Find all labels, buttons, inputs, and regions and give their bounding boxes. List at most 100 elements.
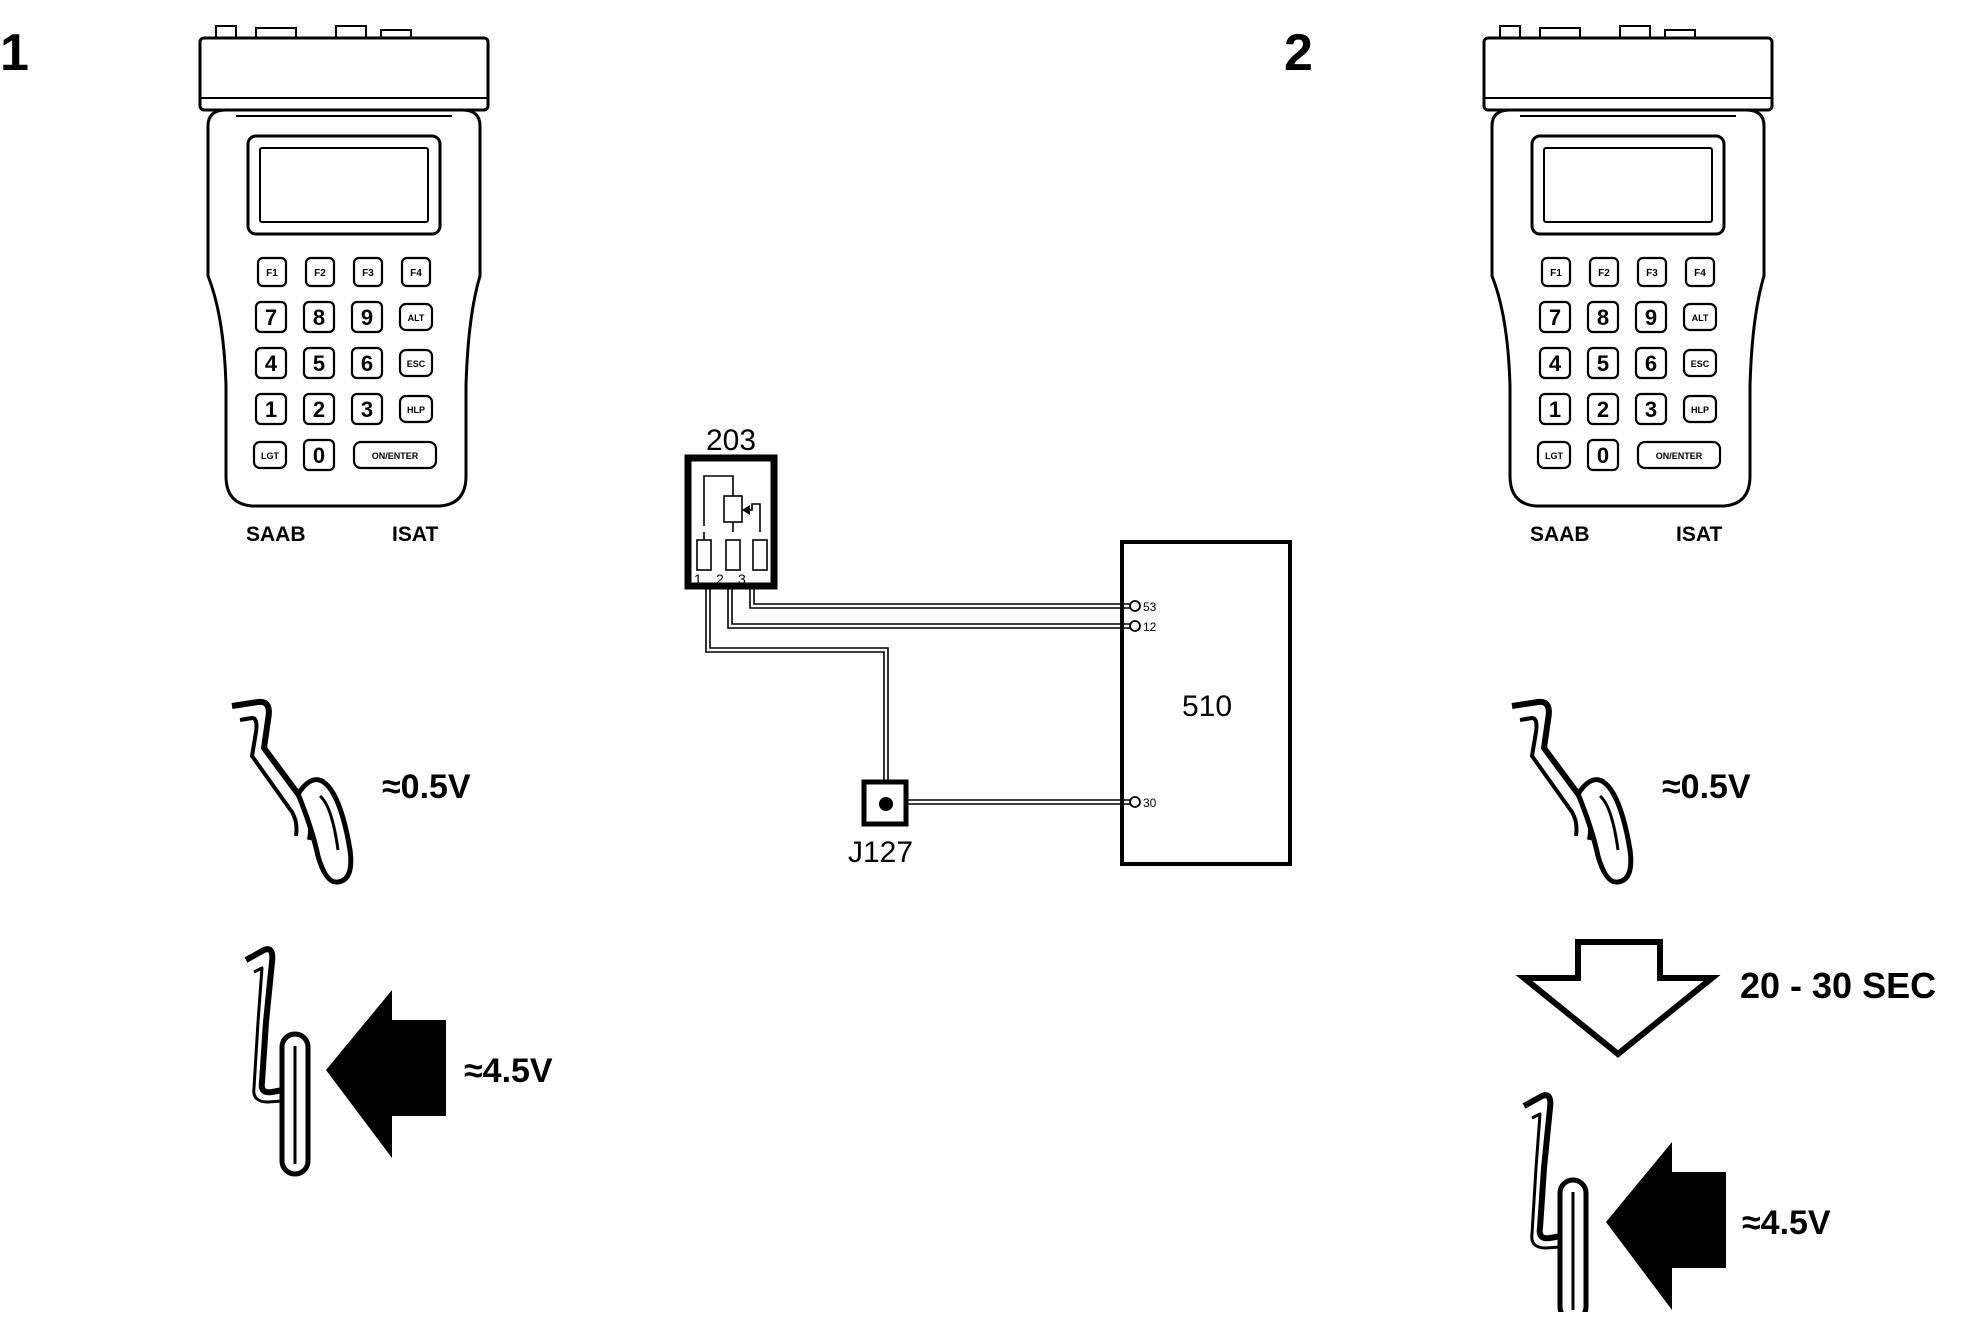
scan-tool-1-key-hlp-label: HLP	[407, 405, 425, 415]
pedal-position-sensor: 1 2 3	[684, 454, 778, 590]
scan-tool-2-key-f4-label: F4	[1694, 268, 1706, 279]
scan-tool-2-key-1[interactable]	[1538, 392, 1572, 426]
scan-tool-2-key-alt-label: ALT	[1692, 313, 1709, 323]
step-2-number: 2	[1284, 24, 1313, 82]
scan-tool-2-key-lgt[interactable]	[1536, 440, 1572, 470]
scan-tool-1-key-7[interactable]	[254, 300, 288, 334]
scan-tool-2-key-hlp[interactable]	[1682, 394, 1718, 424]
scan-tool-2-key-8[interactable]	[1586, 300, 1620, 334]
scan-tool-2-model: ISAT	[1676, 523, 1722, 546]
scan-tool-1-key-alt-label: ALT	[408, 313, 425, 323]
scan-tool-1-key-f3[interactable]	[352, 256, 384, 288]
scan-tool-1-key-9-label: 9	[361, 305, 373, 330]
scan-tool-1-key-7-label: 7	[265, 305, 277, 330]
test-connector-label: J127	[848, 836, 913, 869]
scan-tool-2-key-on-enter[interactable]	[1636, 440, 1722, 470]
scan-tool-1-key-9[interactable]	[350, 300, 384, 334]
scan-tool-1-key-lgt[interactable]	[252, 440, 288, 470]
scan-tool-1-key-f3-label: F3	[362, 268, 374, 279]
scan-tool-1-key-5[interactable]	[302, 346, 336, 380]
scan-tool-2-key-9[interactable]	[1634, 300, 1668, 334]
scan-tool-1-key-5-label: 5	[313, 351, 325, 376]
scan-tool-1-key-2-label: 2	[313, 397, 325, 422]
scan-tool-1-key-on-enter[interactable]	[352, 440, 438, 470]
scan-tool-2-key-f1[interactable]	[1540, 256, 1572, 288]
scan-tool-1-model: ISAT	[392, 523, 438, 546]
scan-tool-2-key-1-label: 1	[1549, 397, 1561, 422]
scan-tool-2-key-f2[interactable]	[1588, 256, 1620, 288]
scan-tool-2-keypad: F1 F2 F3 F4 7 8 9 ALT 4 5 6 ESC 1	[1536, 256, 1722, 472]
scan-tool-1-key-3-label: 3	[361, 397, 373, 422]
scan-tool-2-key-f1-label: F1	[1550, 268, 1562, 279]
step-2-pressed-voltage: ≈4.5V	[1742, 1204, 1831, 1242]
scan-tool-1-key-8[interactable]	[302, 300, 336, 334]
step-2-pedal-released	[1512, 702, 1631, 882]
scan-tool-2-key-5[interactable]	[1586, 346, 1620, 380]
scan-tool-2-key-f3[interactable]	[1636, 256, 1668, 288]
scan-tool-1-key-1-label: 1	[265, 397, 277, 422]
scan-tool-1-key-f1-label: F1	[266, 268, 278, 279]
scan-tool-1-key-on-enter-label: ON/ENTER	[372, 451, 419, 461]
scan-tool-2-key-0[interactable]	[1586, 438, 1620, 472]
scan-tool-2-brand: SAAB	[1530, 523, 1590, 546]
step-2-down-arrow	[1515, 939, 1721, 1058]
scan-tool-1-key-4[interactable]	[254, 346, 288, 380]
scan-tool-1-key-hlp[interactable]	[398, 394, 434, 424]
scan-tool-1: F1 F2 F3 F4 7 8 9 ALT 4 5 6 ESC 1	[198, 24, 490, 546]
scan-tool-2-key-esc[interactable]	[1682, 348, 1718, 378]
step-1-push-arrow	[326, 990, 446, 1158]
control-unit-pin-12-label: 12	[1143, 620, 1157, 634]
step-2-pedal-pressed	[1524, 1095, 1586, 1312]
scan-tool-2-key-2[interactable]	[1586, 392, 1620, 426]
control-unit: 53 12 30 510	[1120, 540, 1292, 866]
sensor-pin-1-label: 1	[694, 571, 702, 587]
scan-tool-1-key-6-label: 6	[361, 351, 373, 376]
scan-tool-1-key-8-label: 8	[313, 305, 325, 330]
scan-tool-2: F1 F2 F3 F4 7 8 9 ALT 4 5 6 ESC 1	[1482, 24, 1774, 546]
scan-tool-1-key-1[interactable]	[254, 392, 288, 426]
scan-tool-1-key-0[interactable]	[302, 438, 336, 472]
scan-tool-1-key-f2[interactable]	[304, 256, 336, 288]
scan-tool-2-key-3[interactable]	[1634, 392, 1668, 426]
scan-tool-2-key-on-enter-label: ON/ENTER	[1656, 451, 1703, 461]
scan-tool-2-key-lgt-label: LGT	[1545, 451, 1563, 461]
scan-tool-1-key-alt[interactable]	[398, 302, 434, 332]
scan-tool-2-key-5-label: 5	[1597, 351, 1609, 376]
scan-tool-1-key-3[interactable]	[350, 392, 384, 426]
scan-tool-2-key-9-label: 9	[1645, 305, 1657, 330]
scan-tool-1-key-f2-label: F2	[314, 268, 326, 279]
test-connector[interactable]	[861, 779, 909, 827]
scan-tool-2-key-4[interactable]	[1538, 346, 1572, 380]
scan-tool-2-key-3-label: 3	[1645, 397, 1657, 422]
scan-tool-1-key-lgt-label: LGT	[261, 451, 279, 461]
step-1-pressed-voltage: ≈4.5V	[464, 1052, 553, 1090]
scan-tool-1-key-esc-label: ESC	[407, 359, 426, 369]
scan-tool-1-brand: SAAB	[246, 523, 306, 546]
scan-tool-2-key-6-label: 6	[1645, 351, 1657, 376]
scan-tool-1-key-f4[interactable]	[400, 256, 432, 288]
sensor-pin-3-label: 3	[738, 571, 746, 587]
control-unit-pin-53-label: 53	[1143, 600, 1157, 614]
scan-tool-1-keypad: F1 F2 F3 F4 7 8 9 ALT 4 5 6 ESC 1	[252, 256, 438, 472]
control-unit-pin-30-label: 30	[1143, 796, 1157, 810]
scan-tool-2-key-6[interactable]	[1634, 346, 1668, 380]
scan-tool-1-key-f1[interactable]	[256, 256, 288, 288]
step-1-number: 1	[0, 24, 29, 82]
scan-tool-1-key-f4-label: F4	[410, 268, 422, 279]
scan-tool-1-key-2[interactable]	[302, 392, 336, 426]
step-1-released-voltage: ≈0.5V	[382, 768, 471, 806]
step-1-pedal-released	[232, 702, 351, 882]
scan-tool-1-key-esc[interactable]	[398, 348, 434, 378]
scan-tool-2-key-f3-label: F3	[1646, 268, 1658, 279]
scan-tool-1-key-4-label: 4	[265, 351, 278, 376]
scan-tool-2-key-alt[interactable]	[1682, 302, 1718, 332]
scan-tool-2-key-8-label: 8	[1597, 305, 1609, 330]
scan-tool-2-key-hlp-label: HLP	[1691, 405, 1709, 415]
step-2-delay-label: 20 - 30 SEC	[1740, 965, 1936, 1006]
sensor-pin-2-label: 2	[716, 571, 724, 587]
scan-tool-2-key-7[interactable]	[1538, 300, 1572, 334]
scan-tool-2-key-f4[interactable]	[1684, 256, 1716, 288]
scan-tool-2-key-esc-label: ESC	[1691, 359, 1710, 369]
scan-tool-1-key-6[interactable]	[350, 346, 384, 380]
